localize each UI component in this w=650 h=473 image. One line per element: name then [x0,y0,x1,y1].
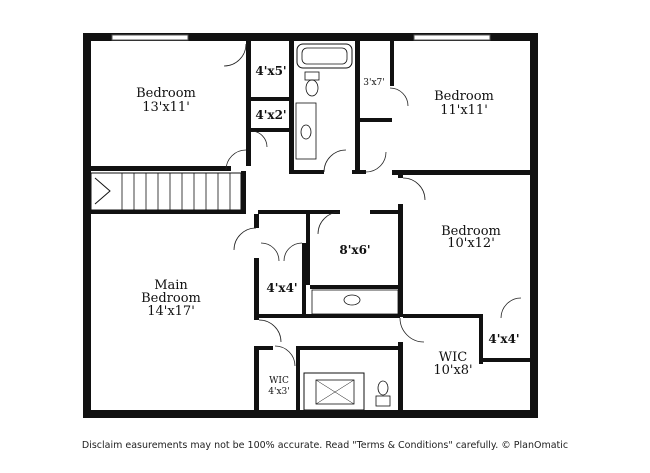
fixtures [90,43,399,411]
disclaimer-text: Disclaim easurements may not be 100% acc… [81,440,569,451]
interior-walls [91,41,530,410]
bedroom-tl-size: 13'x11' [142,100,190,115]
closet-small-size: 3'x7' [363,78,384,88]
bedroom-r-name: Bedroom [441,224,501,239]
room-labels: Bedroom 13'x11' 4'x5' 4'x2' 3'x7' Bedroo… [136,64,519,397]
doors [223,43,522,367]
closet-tl-size: 4'x5' [255,64,286,78]
windows [111,34,491,41]
closet-44-right-size: 4'x4' [488,332,519,346]
closet-44-left-size: 4'x4' [266,281,297,295]
bedroom-tr-size: 11'x11' [440,103,488,118]
wic-large-name: WIC [439,350,467,365]
main-bedroom-name-2: Bedroom [141,291,201,306]
wic-large-size: 10'x8' [433,363,472,378]
main-bedroom-name-1: Main [154,278,188,293]
wic-small-name: WIC [269,376,289,386]
bedroom-tr-name: Bedroom [434,89,494,104]
closet-mid-size: 4'x2' [255,108,286,122]
bedroom-r-size: 10'x12' [447,236,495,251]
wic-small-size: 4'x3' [268,387,289,397]
bedroom-tl-name: Bedroom [136,86,196,101]
room-center-size: 8'x6' [339,243,370,257]
main-bedroom-size: 14'x17' [147,304,195,319]
outer-walls [83,33,538,418]
